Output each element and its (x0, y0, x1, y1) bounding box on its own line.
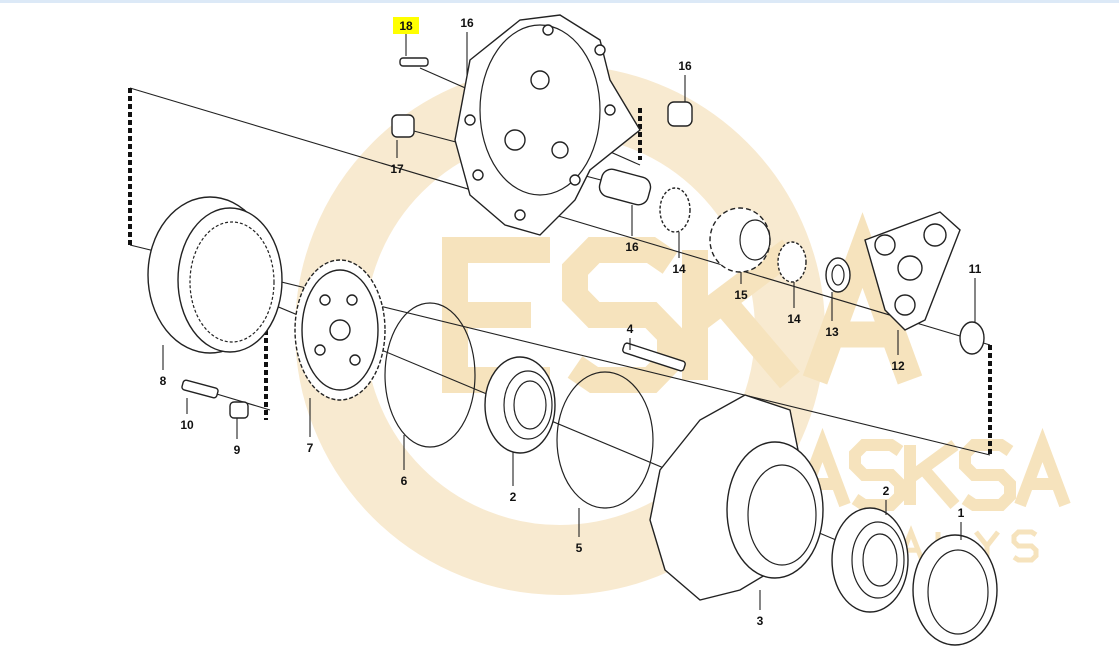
watermark-letter-stroke (562, 237, 683, 393)
callout-16[interactable]: 16 (678, 59, 692, 73)
callout-8[interactable]: 8 (160, 374, 167, 388)
watermark-letter-stroke (1014, 427, 1071, 508)
callout-9[interactable]: 9 (234, 443, 241, 457)
part-11-circlip (959, 321, 985, 355)
part-17-plug (391, 114, 415, 138)
watermark-letter-stroke (959, 439, 1016, 511)
callout-2[interactable]: 2 (883, 484, 890, 498)
part-16-pin (598, 168, 652, 206)
callout-12[interactable]: 12 (891, 359, 905, 373)
callout-6[interactable]: 6 (401, 474, 408, 488)
highlight-marker (393, 17, 419, 34)
callout-7[interactable]: 7 (307, 441, 314, 455)
part-2-bearing (484, 356, 556, 454)
callout-11[interactable]: 11 (969, 262, 982, 276)
watermark-letter-stroke (802, 212, 923, 385)
part-6-snap-ring (384, 302, 476, 448)
callout-18[interactable]: 18 (399, 19, 413, 33)
part-14-gear (659, 187, 691, 233)
watermark-letter-stroke (918, 465, 960, 509)
part-18-screw (399, 57, 429, 67)
callout-3[interactable]: 3 (757, 614, 764, 628)
callout-1[interactable]: 1 (958, 506, 965, 520)
part-16-plug (667, 101, 693, 127)
part-15-gear (709, 207, 771, 273)
part-1-seal (912, 534, 998, 646)
part-13-washer (825, 257, 851, 293)
callout-2[interactable]: 2 (510, 490, 517, 504)
part-3-hub (649, 394, 824, 601)
callout-14[interactable]: 14 (787, 312, 801, 326)
leader-lines (162, 32, 976, 610)
callout-15[interactable]: 15 (734, 288, 748, 302)
part-7-planet-carrier (294, 259, 386, 401)
watermark-letter-stroke (687, 239, 798, 332)
top-border (0, 0, 1119, 3)
part-5-o-ring (556, 371, 654, 509)
callout-16[interactable]: 16 (460, 16, 474, 30)
part-14-gear-2 (777, 241, 807, 283)
watermark-letter-stroke (906, 440, 959, 483)
part-9-nut (229, 401, 249, 419)
watermark-letter-stroke (974, 530, 1000, 551)
part-10-bolt (181, 379, 219, 399)
callout-5[interactable]: 5 (576, 541, 583, 555)
callout-13[interactable]: 13 (825, 325, 839, 339)
watermark-letter-stroke (1011, 529, 1039, 563)
callout-4[interactable]: 4 (627, 322, 634, 336)
part-8-ring-gear (147, 196, 283, 354)
part-16-flange (454, 14, 641, 236)
part-2-bearing-2 (831, 507, 909, 613)
callout-labels: 18 16 16 17 16 14 15 14 13 12 11 4 8 10 … (160, 16, 982, 628)
part-12-plate (864, 211, 961, 331)
callout-10[interactable]: 10 (180, 418, 194, 432)
watermark-letter-stroke (713, 293, 800, 389)
watermark-letter-stroke (849, 439, 906, 511)
callout-16[interactable]: 16 (625, 240, 639, 254)
callout-14[interactable]: 14 (672, 262, 686, 276)
part-4-stud (622, 342, 686, 372)
callout-17[interactable]: 17 (390, 162, 404, 176)
